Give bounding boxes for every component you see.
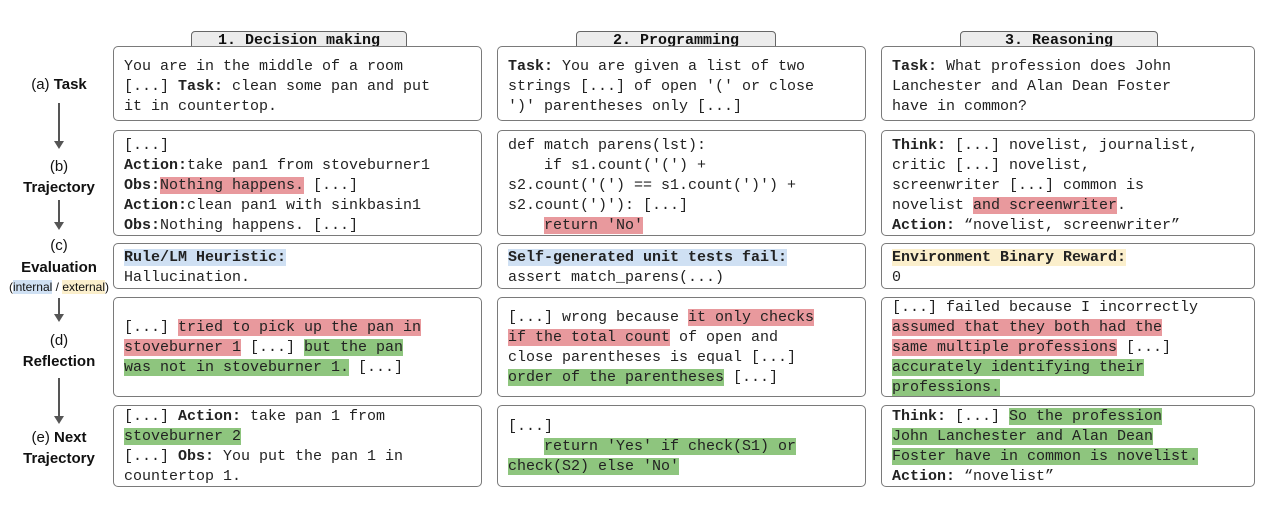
row-label-prefix: (d) (49, 332, 69, 349)
flow-arrow (54, 378, 63, 424)
row-label-next-trajectory: (e) Next Trajectory (0, 427, 118, 469)
row-label-text: Evaluation (21, 259, 97, 276)
flow-arrow (54, 298, 63, 322)
row-label-text: Trajectory (23, 179, 95, 196)
row-label-prefix: (e) (31, 429, 54, 446)
row-label-task: (a) Task (0, 74, 118, 95)
row-label-text: Reflection (22, 353, 96, 370)
row-label-text: Next (53, 429, 87, 446)
internal-tag: internal (12, 280, 53, 294)
cell-trajectory-reasoning: Think: [...] novelist, journalist,critic… (881, 130, 1255, 236)
cell-trajectory-programming: def match parens(lst): if s1.count('(') … (497, 130, 866, 236)
row-label-trajectory: (b) Trajectory (0, 156, 118, 198)
row-label-evaluation: (c) Evaluation (internal / external) (0, 235, 118, 295)
row-label-text: Task (53, 76, 87, 93)
cell-evaluation-reasoning: Environment Binary Reward:0 (881, 243, 1255, 289)
cell-task-decision-making: You are in the middle of a room[...] Tas… (113, 46, 482, 121)
cell-evaluation-programming: Self-generated unit tests fail:assert ma… (497, 243, 866, 289)
row-label-prefix: (a) (31, 76, 54, 93)
row-label-reflection: (d) Reflection (0, 330, 118, 372)
flow-arrow (54, 103, 63, 149)
row-label-prefix: (c) (50, 237, 68, 254)
row-label-prefix: (b) (49, 158, 69, 175)
cell-evaluation-decision-making: Rule/LM Heuristic:Hallucination. (113, 243, 482, 289)
external-tag: external (62, 280, 106, 294)
flow-arrow (54, 200, 63, 230)
row-label-text: Trajectory (23, 450, 95, 467)
evaluation-type-note: (internal / external) (8, 280, 110, 294)
